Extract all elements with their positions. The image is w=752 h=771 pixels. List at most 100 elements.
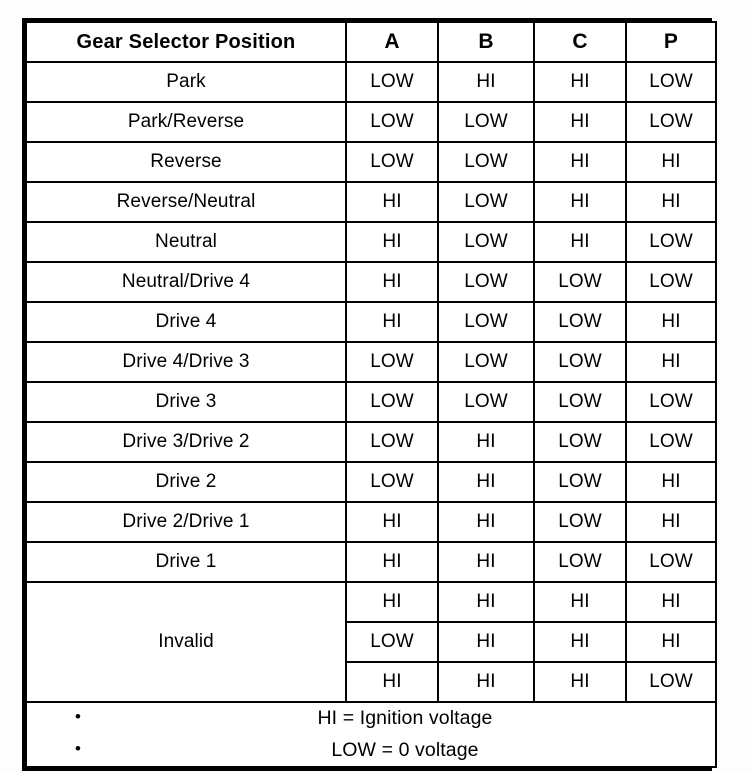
bullet-icon: •: [75, 738, 82, 758]
signal-value-c: LOW: [533, 461, 627, 503]
signal-value-a: LOW: [345, 381, 439, 423]
table-row-invalid: HI HI HI LOW: [26, 661, 717, 703]
signal-value-b: LOW: [437, 341, 535, 383]
signal-value-a: HI: [345, 181, 439, 223]
legend-item-hi: • HI = Ignition voltage: [73, 703, 715, 735]
signal-value-p: LOW: [625, 261, 717, 303]
gear-position-label: Park: [25, 61, 347, 103]
column-header-b: B: [437, 21, 535, 63]
table-row: Drive 4/Drive 3 LOW LOW LOW HI: [25, 341, 717, 383]
signal-value-b: HI: [437, 61, 535, 103]
signal-value-p: LOW: [625, 61, 717, 103]
gear-position-label: Drive 2/Drive 1: [25, 501, 347, 543]
gear-position-label: Drive 3/Drive 2: [25, 421, 347, 463]
legend-cell: • HI = Ignition voltage • LOW = 0 voltag…: [25, 700, 717, 769]
signal-value-a: HI: [345, 661, 439, 703]
table-row: Drive 3/Drive 2 LOW HI LOW LOW: [25, 421, 717, 463]
table-footnote-row: • HI = Ignition voltage • LOW = 0 voltag…: [25, 700, 717, 769]
legend-item-low: • LOW = 0 voltage: [73, 735, 715, 767]
table-body: Park LOW HI HI LOW Park/Reverse LOW LOW …: [25, 61, 717, 769]
column-header-c: C: [533, 21, 627, 63]
signal-value-c: HI: [533, 661, 627, 703]
table-row: Reverse LOW LOW HI HI: [25, 141, 717, 183]
signal-value-a: LOW: [345, 461, 439, 503]
signal-value-b: HI: [437, 541, 535, 583]
signal-value-b: HI: [437, 501, 535, 543]
gear-selector-truth-table: Gear Selector Position A B C P Park LOW …: [25, 21, 717, 769]
table-row: Park LOW HI HI LOW: [25, 61, 717, 103]
gear-position-label: Drive 4/Drive 3: [25, 341, 347, 383]
signal-value-b: LOW: [437, 181, 535, 223]
signal-value-p: HI: [625, 501, 717, 543]
signal-value-p: HI: [625, 621, 717, 663]
column-header-a: A: [345, 21, 439, 63]
signal-value-p: HI: [625, 141, 717, 183]
signal-value-c: HI: [533, 621, 627, 663]
legend-item-low-label: LOW = 0 voltage: [331, 738, 479, 761]
table-head: Gear Selector Position A B C P: [25, 21, 717, 63]
signal-value-a: HI: [345, 581, 439, 623]
signal-value-b: LOW: [437, 221, 535, 263]
gear-position-label: Drive 1: [25, 541, 347, 583]
table-row-invalid: LOW HI HI HI: [26, 621, 717, 663]
signal-value-c: LOW: [533, 541, 627, 583]
signal-value-b: HI: [437, 581, 535, 623]
legend-item-hi-label: HI = Ignition voltage: [317, 707, 493, 729]
signal-value-b: HI: [437, 621, 535, 663]
signal-value-c: HI: [533, 181, 627, 223]
table-row-invalid: Invalid HI HI HI HI: [25, 581, 717, 703]
signal-value-p: HI: [625, 301, 717, 343]
signal-value-b: HI: [437, 461, 535, 503]
table-row: Neutral/Drive 4 HI LOW LOW LOW: [25, 261, 717, 303]
signal-value-a: HI: [345, 261, 439, 303]
signal-value-c: LOW: [533, 381, 627, 423]
gear-position-label: Drive 4: [25, 301, 347, 343]
signal-value-p: LOW: [625, 101, 717, 143]
signal-value-a: LOW: [345, 61, 439, 103]
gear-position-label: Neutral/Drive 4: [25, 261, 347, 303]
signal-value-c: HI: [533, 61, 627, 103]
signal-value-a: HI: [345, 221, 439, 263]
signal-value-c: LOW: [533, 261, 627, 303]
signal-value-p: HI: [625, 461, 717, 503]
signal-value-c: LOW: [533, 341, 627, 383]
signal-value-b: HI: [437, 661, 535, 703]
signal-value-a: HI: [345, 501, 439, 543]
signal-value-c: LOW: [533, 421, 627, 463]
signal-value-a: LOW: [345, 621, 439, 663]
bullet-icon: •: [75, 707, 82, 726]
signal-value-b: LOW: [437, 101, 535, 143]
gear-position-label-invalid: Invalid: [25, 581, 347, 703]
signal-value-c: HI: [533, 141, 627, 183]
signal-value-c: LOW: [533, 301, 627, 343]
table-row: Drive 3 LOW LOW LOW LOW: [25, 381, 717, 423]
signal-value-c: LOW: [533, 501, 627, 543]
signal-value-p: LOW: [625, 381, 717, 423]
table-row: Drive 2 LOW HI LOW HI: [25, 461, 717, 503]
signal-value-a: LOW: [345, 101, 439, 143]
signal-value-a: LOW: [345, 341, 439, 383]
gear-position-label: Park/Reverse: [25, 101, 347, 143]
signal-value-c: HI: [533, 581, 627, 623]
table-row: Neutral HI LOW HI LOW: [25, 221, 717, 263]
signal-value-p: HI: [625, 181, 717, 223]
gear-selector-truth-table-container: Gear Selector Position A B C P Park LOW …: [22, 18, 717, 771]
signal-value-b: LOW: [437, 141, 535, 183]
signal-value-c: HI: [533, 101, 627, 143]
column-header-gear-selector-position: Gear Selector Position: [25, 21, 347, 63]
signal-value-p: LOW: [625, 421, 717, 463]
gear-position-label: Reverse: [25, 141, 347, 183]
signal-value-p: HI: [625, 341, 717, 383]
table-row: Drive 2/Drive 1 HI HI LOW HI: [25, 501, 717, 543]
signal-value-a: HI: [345, 541, 439, 583]
gear-position-label: Reverse/Neutral: [25, 181, 347, 223]
gear-position-label: Drive 2: [25, 461, 347, 503]
signal-value-b: HI: [437, 421, 535, 463]
signal-value-a: HI: [345, 301, 439, 343]
signal-value-a: LOW: [345, 421, 439, 463]
signal-value-p: LOW: [625, 541, 717, 583]
signal-value-p: HI: [625, 581, 717, 623]
signal-value-p: LOW: [625, 221, 717, 263]
gear-position-label: Neutral: [25, 221, 347, 263]
